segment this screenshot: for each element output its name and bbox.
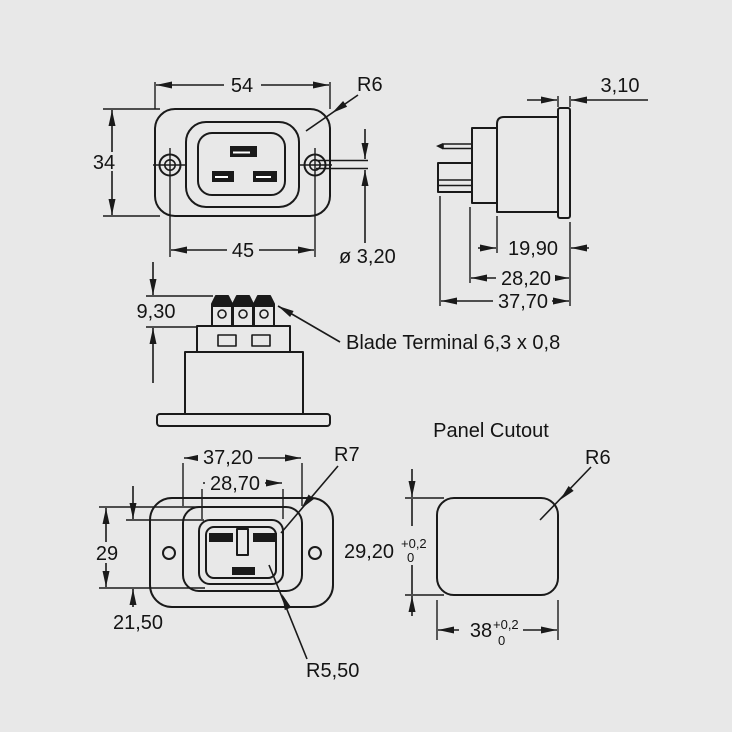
panel-cutout-title: Panel Cutout [433,420,549,442]
dim-plug-width-outer: 37,20 [203,447,253,469]
rear-lower-body [184,351,304,415]
cutout-height-tol-lower: 0 [407,550,414,565]
blade-hole [217,309,227,319]
blade-crimp-band [212,296,232,307]
mounting-hole-right [308,546,322,560]
cutout-height-tol-upper: +0,2 [401,536,427,551]
plug-socket-well [205,526,277,579]
radius-label-r6-cutout: R6 [585,447,611,469]
dim-plug-height-inner: 21,50 [113,612,163,634]
dim-plug-width-inner: 28,70 [210,473,260,495]
cutout-width-tol-upper: +0,2 [493,617,519,632]
dim-cutout-height: 29,20 [344,541,394,563]
plug-flange-outline [149,497,334,608]
plug-raised-body [182,506,303,592]
radius-label-r7: R7 [334,444,360,466]
mounting-hole-left [162,546,176,560]
leader-arrow [282,594,292,611]
leader-arrow [301,494,314,509]
dim-depth-mid: 28,20 [501,268,551,290]
dim-hole-diameter: ø 3,20 [339,246,396,268]
blade-crimp-band [233,296,253,307]
pin-slot-left [209,533,233,542]
vent-slot-right [251,334,271,347]
rear-flange [156,413,331,427]
cutout-width-tol-lower: 0 [498,633,505,648]
side-body [496,116,559,213]
side-blade-tip [436,143,443,150]
leader-arrow [560,486,574,500]
dim-plug-height: 29 [96,543,118,565]
side-blades-lower [437,162,473,193]
blade-terminal-1 [211,295,233,327]
radius-label-r550: R5,50 [306,660,359,682]
view-panel-cutout: Panel Cutout R6 29,20 +0,2 0 38 +0,2 0 [344,420,611,648]
view-plug: 37,20 28,70 29 21,50 R7 R5,50 [92,444,360,682]
blade-terminal-3 [253,295,275,327]
blade-hole [259,309,269,319]
view-front: 54 34 45 R6 ø 3,20 [89,74,396,268]
side-terminal-block [471,127,498,204]
pin-slot-bottom [232,567,255,575]
cutout-outline [436,497,559,596]
blade-terminal-label: Blade Terminal 6,3 x 0,8 [346,332,560,354]
earth-pin [236,528,249,556]
radius-label-r6: R6 [357,74,383,96]
blade-hole [238,309,248,319]
dim-depth-total: 37,70 [498,291,548,313]
dim-depth-body: 19,90 [508,238,558,260]
view-side: 3,10 19,90 28,20 37,70 [436,75,648,313]
blade-crimp-band [254,296,274,307]
leader-arrow [332,100,348,113]
leader-arrow [278,306,294,318]
side-flange [557,107,571,219]
dim-terminal-height: 9,30 [137,301,176,323]
rear-upper-block [196,325,291,353]
dim-flange-thickness: 3,10 [601,75,640,97]
dim-front-height: 34 [93,152,115,174]
side-blade-top [442,143,473,150]
front-flange-outline [154,108,331,217]
dim-hole-spacing: 45 [232,240,254,262]
pin-slot-right [253,533,277,542]
dim-front-width: 54 [231,75,253,97]
front-socket-well [197,132,286,196]
leader-line-r550 [268,564,308,660]
view-rear: 9,30 Blade Terminal 6,3 x 0,8 [137,262,560,427]
dim-cutout-width: 38 [470,620,492,642]
blade-terminal-2 [232,295,254,327]
vent-slot-left [217,334,237,347]
plug-socket-outline [198,519,284,585]
